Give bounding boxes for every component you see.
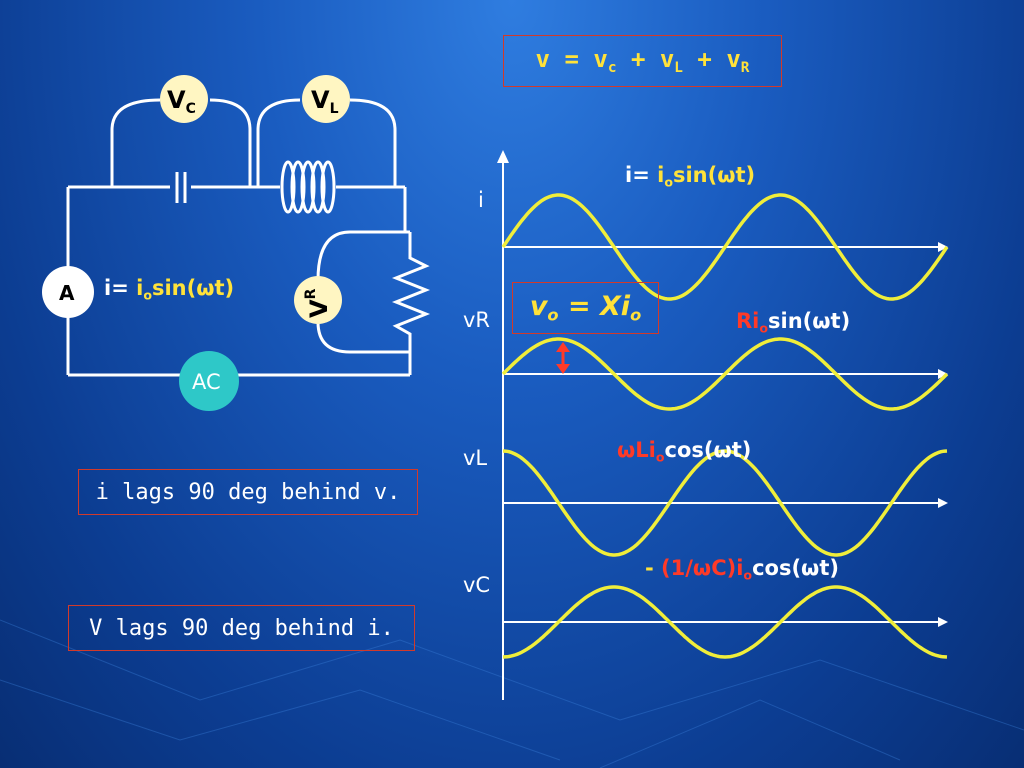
sum-equation-box: v = vc + vL + vR bbox=[503, 35, 782, 87]
axis-label-vr: vR bbox=[463, 308, 491, 332]
note-i-lags-box: i lags 90 deg behind v. bbox=[78, 469, 418, 515]
background-pattern bbox=[0, 619, 1024, 768]
vr-wave bbox=[501, 337, 949, 411]
vl-formula: ωLiocos(ωt) bbox=[617, 438, 752, 465]
resistor bbox=[391, 232, 431, 340]
vl-meter-circle bbox=[302, 75, 350, 123]
ammeter-label: A bbox=[59, 281, 75, 305]
capacitor bbox=[175, 172, 187, 203]
note-i-lags: i lags 90 deg behind v. bbox=[95, 479, 401, 505]
note-v-lags: V lags 90 deg behind i. bbox=[89, 615, 394, 641]
vo-formula-box: vo = Xio bbox=[512, 282, 659, 334]
vc-meter-circle bbox=[160, 75, 208, 123]
vc-wave bbox=[502, 585, 948, 659]
ac-source-circle bbox=[179, 351, 239, 411]
ammeter-circle bbox=[42, 266, 94, 318]
axis-label-vc: vC bbox=[463, 573, 491, 597]
circuit bbox=[66, 98, 431, 377]
vr-meter-circle bbox=[294, 276, 342, 324]
graph-axes bbox=[497, 150, 948, 700]
i-wave bbox=[501, 193, 949, 301]
vr-meter-label: VR bbox=[303, 288, 333, 318]
vc-lead bbox=[110, 98, 252, 187]
vc-formula: - (1/ωC)iocos(ωt) bbox=[645, 556, 839, 583]
vl-wave bbox=[502, 449, 948, 557]
amplitude-arrow bbox=[556, 342, 570, 374]
vl-meter-label: VL bbox=[311, 86, 339, 117]
waveforms bbox=[501, 193, 949, 659]
ac-source-label: AC bbox=[192, 370, 221, 394]
vl-lead bbox=[256, 98, 397, 187]
vc-meter-label: VC bbox=[167, 86, 196, 117]
sum-equation: v = vc + vL + vR bbox=[535, 45, 750, 77]
axis-label-vl: vL bbox=[463, 446, 488, 470]
vr-formula: Riosin(ωt) bbox=[736, 309, 851, 336]
vo-formula: vo = Xio bbox=[529, 291, 642, 325]
note-v-lags-box: V lags 90 deg behind i. bbox=[68, 605, 415, 651]
i-formula: i= iosin(ωt) bbox=[625, 163, 756, 190]
axis-label-i: i bbox=[478, 188, 484, 212]
inductor bbox=[280, 160, 336, 214]
circuit-current-label: i= iosin(ωt) bbox=[104, 276, 235, 303]
